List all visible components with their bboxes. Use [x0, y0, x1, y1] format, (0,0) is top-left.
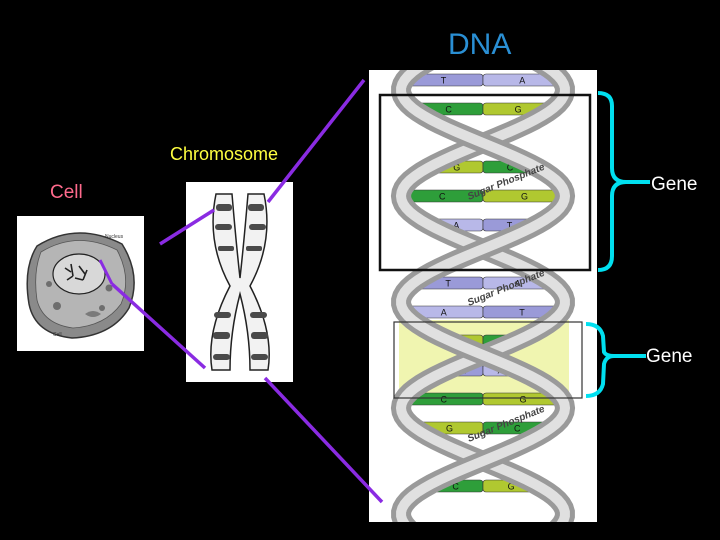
- connector-cell-chromosome-top: [159, 208, 215, 246]
- base-letter-right-14: G: [508, 482, 515, 492]
- gene-bracket-lower: [585, 322, 646, 398]
- base-letter-right-0: A: [519, 76, 525, 86]
- base-letter-right-11: G: [520, 395, 527, 405]
- base-letter-right-1: G: [515, 105, 522, 115]
- base-letter-left-0: T: [441, 76, 447, 86]
- gene-label-lower: Gene: [646, 346, 693, 367]
- base-letter-right-4: G: [521, 192, 528, 202]
- connector-chromosome-dna-bottom: [263, 376, 384, 504]
- base-letter-left-4: C: [439, 192, 446, 202]
- base-letter-right-12: C: [514, 424, 521, 434]
- gene-box-upper: [378, 93, 592, 272]
- chromosome-label: Chromosome: [170, 144, 279, 164]
- gene-bracket-upper: [597, 91, 650, 272]
- nucleus: [52, 253, 106, 295]
- base-letter-right-3: C: [507, 163, 514, 173]
- sugar-phosphate-backbones: [390, 70, 576, 522]
- gene-label-upper: Gene: [651, 174, 698, 195]
- connector-cell-chromosome-bottom: [110, 282, 207, 370]
- base-letter-left-3: G: [453, 163, 460, 173]
- connector-chromosome-dna-top: [266, 78, 366, 204]
- dna-title: DNA: [448, 28, 512, 61]
- base-letter-left-11: C: [440, 395, 447, 405]
- base-letter-right-5: T: [507, 221, 513, 231]
- base-letter-left-12: G: [446, 424, 453, 434]
- base-letter-left-14: C: [452, 482, 459, 492]
- chromatin: [64, 263, 88, 281]
- base-letter-right-7: A: [515, 279, 521, 289]
- cell-image: Nucleus Cell: [17, 216, 144, 351]
- nucleus-caption: Nucleus: [105, 234, 124, 240]
- base-letter-left-1: C: [445, 105, 452, 115]
- base-letter-left-5: A: [453, 221, 459, 231]
- base-letter-left-7: T: [445, 279, 451, 289]
- connector-nucleus-link: [98, 259, 114, 285]
- cell-label: Cell: [50, 182, 83, 203]
- backbone-highlight-2: [396, 70, 571, 522]
- base-letter-left-8: A: [441, 308, 447, 318]
- gene-box-lower: [393, 321, 583, 399]
- base-letter-right-8: T: [519, 308, 525, 318]
- cell-caption: Cell: [53, 332, 62, 338]
